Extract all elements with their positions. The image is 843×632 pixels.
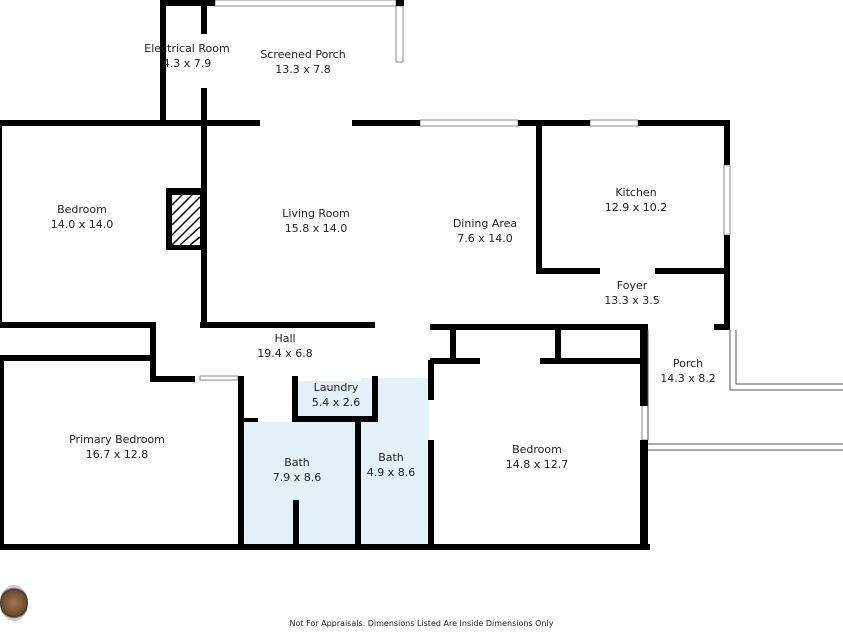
room-dims: 12.9 x 10.2 (604, 201, 668, 214)
porch-outline (647, 330, 843, 451)
room-screened-porch: Screened Porch 13.3 x 7.8 (260, 47, 345, 77)
room-dims: 7.6 x 14.0 (457, 232, 513, 245)
laundry-fill (298, 381, 373, 417)
room-name: Dining Area (452, 217, 518, 230)
fireplace (166, 188, 204, 250)
room-name: Kitchen (615, 186, 657, 199)
room-dims: 4.9 x 8.6 (366, 466, 416, 479)
room-laundry: Laundry 5.4 x 2.6 (312, 380, 361, 410)
room-bath-2: Bath 4.9 x 8.6 (367, 450, 416, 480)
room-dims: 13.3 x 7.8 (275, 63, 331, 76)
room-bedroom-2: Bedroom 14.8 x 12.7 (506, 442, 569, 472)
room-living-room: Living Room 15.8 x 14.0 (282, 206, 350, 236)
room-name: Foyer (616, 279, 648, 292)
room-dims: 14.0 x 14.0 (50, 218, 114, 231)
room-dims: 7.9 x 8.6 (272, 471, 322, 484)
room-name: Bath (378, 451, 404, 464)
room-primary-bedroom: Primary Bedroom 16.7 x 12.8 (69, 432, 165, 462)
room-name: Primary Bedroom (69, 433, 165, 446)
room-name: Bath (284, 456, 310, 469)
room-foyer: Foyer 13.3 x 3.5 (604, 278, 660, 308)
room-name: Laundry (313, 381, 359, 394)
walls (0, 0, 730, 550)
room-name: Bedroom (57, 203, 107, 216)
room-name: Electrical Room (144, 42, 230, 55)
room-bath-1: Bath 7.9 x 8.6 (273, 455, 322, 485)
room-dims: 13.3 x 3.5 (604, 294, 660, 307)
disclaimer-footer: Not For Appraisals. Dimensions Listed Ar… (289, 619, 554, 628)
room-dims: 14.8 x 12.7 (505, 458, 569, 471)
room-name: Bedroom (512, 443, 562, 456)
bath-1-fill (244, 422, 356, 545)
room-dims: 4.3 x 7.9 (162, 57, 212, 70)
room-name: Screened Porch (260, 48, 346, 61)
room-dining-area: Dining Area 7.6 x 14.0 (453, 216, 517, 246)
brand-logo-seal (0, 585, 28, 621)
room-dims: 5.4 x 2.6 (311, 396, 361, 409)
room-name: Hall (274, 332, 296, 345)
room-hall: Hall 19.4 x 6.8 (257, 331, 313, 361)
room-electrical-room: Electrical Room 4.3 x 7.9 (144, 41, 229, 71)
room-dims: 14.3 x 8.2 (660, 372, 716, 385)
room-name: Porch (672, 357, 704, 370)
room-kitchen: Kitchen 12.9 x 10.2 (605, 185, 668, 215)
room-dims: 16.7 x 12.8 (85, 448, 149, 461)
room-dims: 19.4 x 6.8 (257, 347, 313, 360)
room-dims: 15.8 x 14.0 (284, 222, 348, 235)
room-bedroom-1: Bedroom 14.0 x 14.0 (51, 202, 114, 232)
room-porch: Porch 14.3 x 8.2 (660, 356, 716, 386)
room-name: Living Room (282, 207, 350, 220)
